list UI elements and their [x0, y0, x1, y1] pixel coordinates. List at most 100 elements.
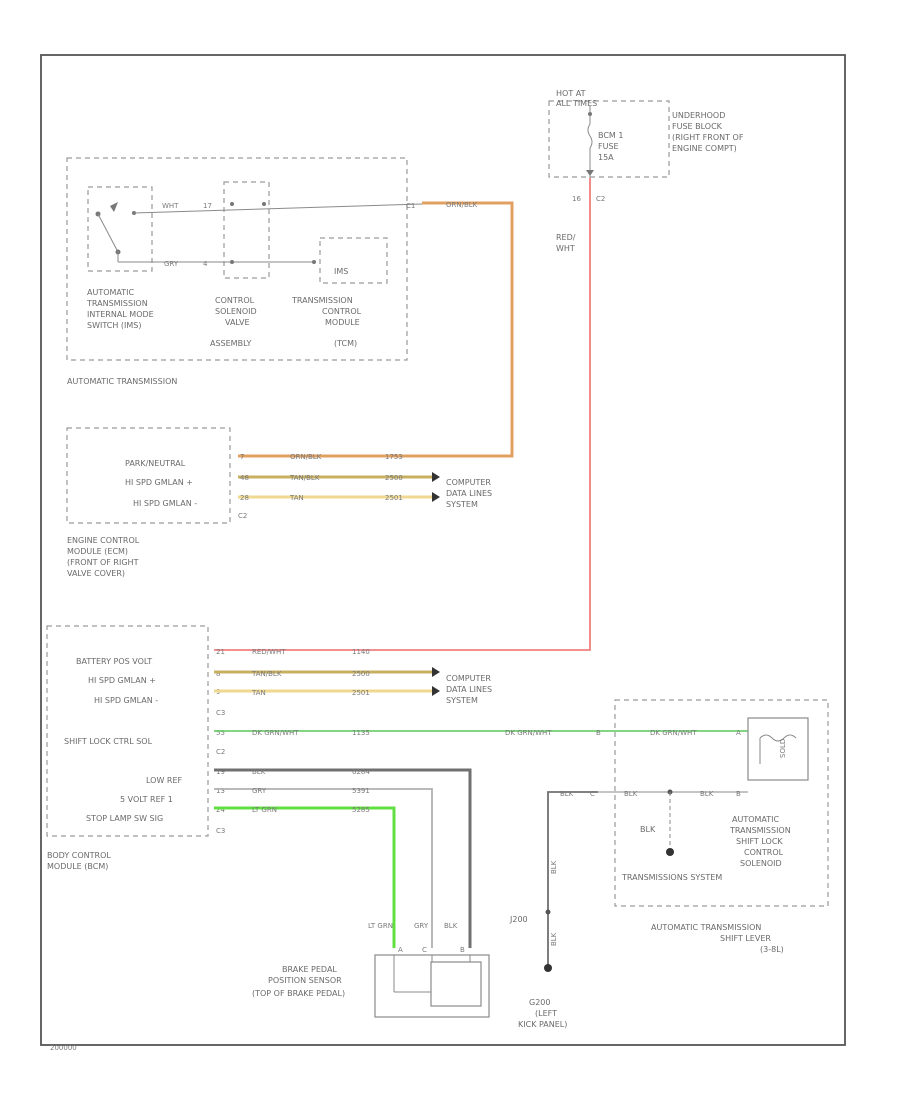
svg-text:17: 17: [203, 202, 212, 210]
solenoid-name-2: SOLENOID: [215, 307, 257, 316]
g200-name-2: (LEFT: [535, 1009, 557, 1018]
svg-text:ORN/BLK: ORN/BLK: [290, 453, 322, 461]
svg-text:BLK: BLK: [700, 790, 714, 798]
svg-text:A: A: [736, 729, 741, 737]
svg-text:13: 13: [216, 787, 225, 795]
svg-text:1135: 1135: [352, 729, 370, 737]
svg-text:TAN: TAN: [251, 689, 266, 697]
svg-text:C2: C2: [238, 512, 247, 520]
ecm-pin-park-neutral: PARK/NEUTRAL: [125, 459, 186, 468]
bcm-pin-hi-spd-minus: HI SPD GMLAN -: [94, 696, 158, 705]
svg-text:55: 55: [216, 729, 225, 737]
ecm-name-1: ENGINE CONTROL: [67, 536, 140, 545]
svg-text:DK GRN/WHT: DK GRN/WHT: [650, 729, 697, 737]
shift-lock-name-5: SOLENOID: [740, 859, 782, 868]
bcm-pin-battery: BATTERY POS VOLT: [76, 657, 152, 666]
underhood-fuse-block: HOT AT ALL TIMES BCM 1 FUSE 15A UNDERHOO…: [548, 89, 744, 253]
svg-text:LT GRN: LT GRN: [368, 922, 393, 930]
svg-text:TAN/BLK: TAN/BLK: [251, 670, 282, 678]
shift-lever-name-2: SHIFT LEVER: [720, 934, 771, 943]
svg-text:B: B: [736, 790, 741, 798]
figure-id: 200000: [50, 1044, 77, 1052]
svg-text:B: B: [460, 946, 465, 954]
svg-text:2500: 2500: [352, 670, 370, 678]
data-lines-2-label-2: DATA LINES: [446, 685, 492, 694]
ecm-name-4: VALVE COVER): [67, 569, 125, 578]
lt-grn-stop-lamp-wire: [214, 806, 396, 948]
brake-pedal-position-sensor: LT GRN GRY BLK A C B BRAKE PEDAL POSITIO…: [252, 922, 490, 1018]
svg-text:BLK: BLK: [624, 790, 638, 798]
svg-text:DK GRN/WHT: DK GRN/WHT: [252, 729, 299, 737]
solenoid-name-1: CONTROL: [215, 296, 255, 305]
bcm-pin-5v-ref: 5 VOLT REF 1: [120, 795, 173, 804]
svg-text:4: 4: [203, 260, 208, 268]
svg-text:2501: 2501: [352, 689, 370, 697]
automatic-transmission-label: AUTOMATIC TRANSMISSION: [67, 377, 177, 386]
shift-lever-name-3: (3-8L): [760, 945, 784, 954]
data-lines-2-label-1: COMPUTER: [446, 674, 491, 683]
blk-low-ref-wire: [214, 768, 472, 948]
brake-sensor-name-1: BRAKE PEDAL: [282, 965, 337, 974]
svg-text:LT GRN: LT GRN: [252, 806, 277, 814]
bcm-pin-shift-lock: SHIFT LOCK CTRL SOL: [64, 737, 153, 746]
tcm-name-3: MODULE: [325, 318, 360, 327]
shift-lever-ground-icon: [666, 848, 674, 856]
svg-text:B: B: [596, 729, 601, 737]
ecm-name-2: MODULE (ECM): [67, 547, 128, 556]
hot-at-all-times-label-2: ALL TIMES: [556, 99, 597, 108]
svg-text:BLK: BLK: [550, 860, 558, 874]
ground-g200: BLK C BLK BLK J200 G200 (LEFT KICK PANEL…: [509, 790, 598, 1029]
ground-icon: [544, 964, 552, 972]
shift-lock-pin: SOLD: [779, 739, 787, 758]
solenoid-name-4: ASSEMBLY: [210, 339, 251, 348]
fuse-pin: 16: [572, 195, 581, 203]
tcm-name-1: TRANSMISSION: [291, 296, 353, 305]
ecm-name-3: (FRONT OF RIGHT: [67, 558, 139, 567]
splice-j200: J200: [509, 915, 528, 924]
data-lines-1-label-3: SYSTEM: [446, 500, 478, 509]
svg-text:BLK: BLK: [444, 922, 458, 930]
ims-name-2: TRANSMISSION: [86, 299, 148, 308]
bcm-pin-stop-lamp: STOP LAMP SW SIG: [86, 814, 163, 823]
data-lines-1-label-2: DATA LINES: [446, 489, 492, 498]
brake-sensor-name-3: (TOP OF BRAKE PEDAL): [252, 989, 345, 998]
svg-text:7: 7: [240, 453, 244, 461]
underhood-label-1: UNDERHOOD: [672, 111, 725, 120]
fuse-icon: [587, 116, 593, 160]
svg-text:BLK: BLK: [252, 768, 266, 776]
svg-text:1140: 1140: [352, 648, 370, 656]
underhood-label-2: FUSE BLOCK: [672, 122, 723, 131]
shift-lever-group: SOLD BLK BLK B BLK TRANSMISSIONS SYSTEM …: [598, 699, 829, 954]
svg-text:28: 28: [240, 494, 249, 502]
ims-switch-arm: [97, 213, 119, 253]
svg-text:GRY: GRY: [414, 922, 429, 930]
red-wht-wire: [214, 178, 591, 651]
wht-wire: [133, 203, 423, 214]
svg-text:19: 19: [216, 768, 225, 776]
bcm-pin-low-ref: LOW REF: [146, 776, 183, 785]
svg-text:RED/WHT: RED/WHT: [252, 648, 286, 656]
svg-text:48: 48: [240, 474, 249, 482]
bcm-pin-hi-spd-plus: HI SPD GMLAN +: [88, 676, 156, 685]
svg-text:5391: 5391: [352, 787, 370, 795]
bcm-name-2: MODULE (BCM): [47, 862, 108, 871]
fuse-connector: C2: [596, 195, 605, 203]
ecm-pin-hi-spd-plus: HI SPD GMLAN +: [125, 478, 193, 487]
fuse-label-3: 15A: [598, 153, 614, 162]
g200-name-3: KICK PANEL): [518, 1020, 567, 1029]
svg-text:BLK: BLK: [560, 790, 574, 798]
svg-text:2500: 2500: [385, 474, 403, 482]
bcm-group: BATTERY POS VOLT HI SPD GMLAN + HI SPD G…: [46, 625, 492, 871]
g200-name-1: G200: [529, 998, 550, 1007]
tcm-pin: IMS: [334, 267, 348, 276]
data-lines-1-label-1: COMPUTER: [446, 478, 491, 487]
underhood-label-4: ENGINE COMPT): [672, 144, 737, 153]
svg-text:TAN: TAN: [289, 494, 304, 502]
orn-blk-label-top: ORN/BLK: [446, 201, 478, 209]
orange-blk-wire: [238, 201, 514, 458]
ground-blk-wire: [547, 791, 598, 968]
svg-text:C: C: [422, 946, 427, 954]
gry-5v-ref-wire: [214, 788, 433, 948]
svg-text:C3: C3: [216, 827, 225, 835]
fuse-label-2: FUSE: [598, 142, 619, 151]
